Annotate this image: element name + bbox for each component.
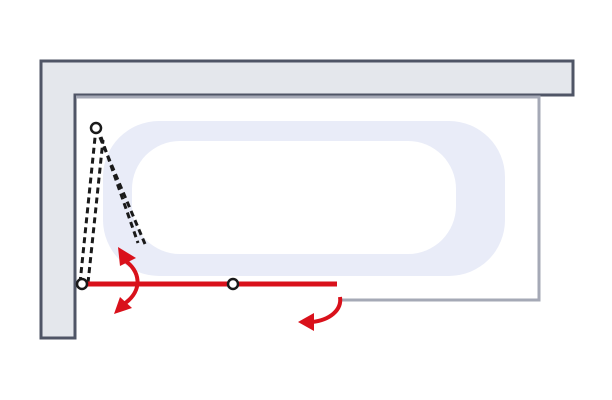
swing-arrow-wall-head-bottom <box>114 297 132 314</box>
bathtub-basin-inner <box>132 141 456 254</box>
folded-top-pivot <box>89 121 103 135</box>
wall-l-shape <box>39 59 575 340</box>
swing-arrow-end <box>311 296 343 324</box>
hinge-middle <box>226 277 240 291</box>
swing-arrow-end-head <box>298 313 314 331</box>
bathtub-rim <box>76 95 541 302</box>
folded-panel-outline-inner <box>86 139 105 284</box>
folded-panel-outline-right-inner <box>99 136 140 244</box>
swing-arrow-wall <box>122 258 140 306</box>
hinge-wall <box>75 277 89 291</box>
swing-arrow-wall-head-top <box>118 247 136 266</box>
folded-panel-outline-left <box>78 127 98 284</box>
